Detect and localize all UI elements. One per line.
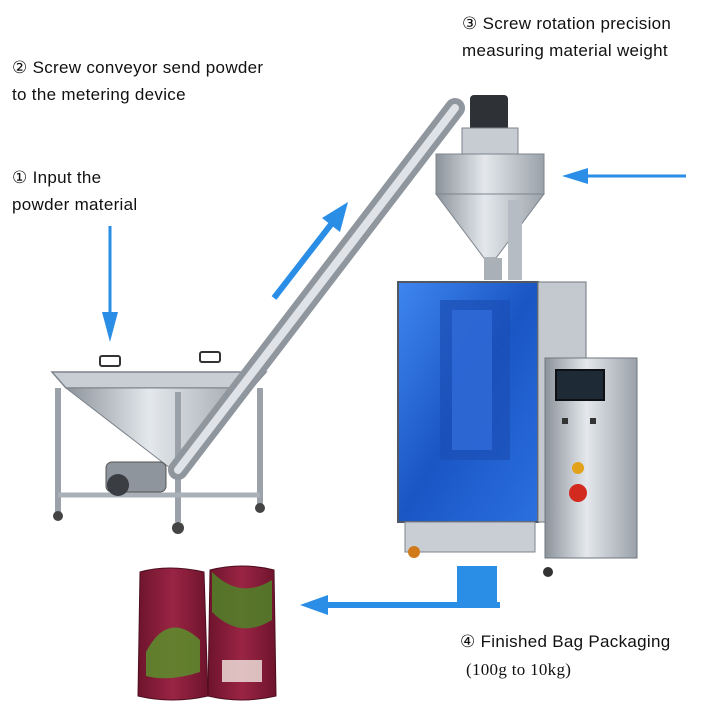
- step-4-line-1: ④ Finished Bag Packaging: [460, 632, 671, 651]
- screw-conveyor: [168, 98, 465, 480]
- step-2-line-1: ② Screw conveyor send powder: [12, 58, 264, 77]
- metering-device: [435, 95, 545, 280]
- packaging-machine: [397, 281, 638, 577]
- step-3-line-1: ③ Screw rotation precision: [462, 14, 672, 33]
- step-1-line-1: ① Input the: [12, 168, 102, 187]
- finished-bags: [137, 565, 277, 701]
- step-2-line-2: to the metering device: [12, 85, 186, 104]
- flow-arrows: [102, 168, 686, 615]
- step-1-label: ① Input the powder material: [12, 164, 137, 218]
- input-hopper: [50, 351, 268, 534]
- step-1-line-2: powder material: [12, 195, 138, 214]
- bag-weight-range: (100g to 10kg): [466, 660, 572, 679]
- arrow-up-right-icon: [271, 202, 348, 300]
- arrow-down-icon: [102, 226, 118, 342]
- arrow-elbow-icon: [300, 566, 500, 615]
- step-4-label: ④ Finished Bag Packaging: [460, 628, 671, 655]
- step-3-label: ③ Screw rotation precision measuring mat…: [462, 10, 671, 64]
- arrow-left-icon: [562, 168, 686, 184]
- step-2-label: ② Screw conveyor send powder to the mete…: [12, 54, 263, 108]
- step-3-line-2: measuring material weight: [462, 41, 668, 60]
